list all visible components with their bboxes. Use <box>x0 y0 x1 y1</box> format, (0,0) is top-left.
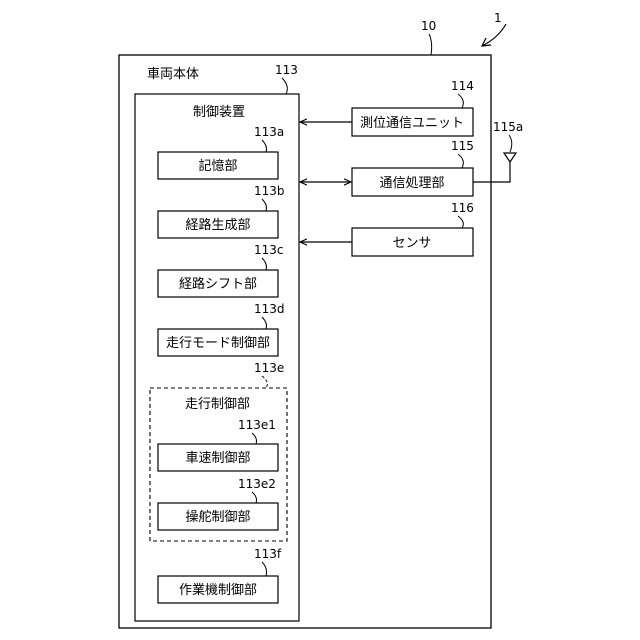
work-machine-ref-leader <box>262 562 267 576</box>
steering-ref-leader <box>252 492 257 503</box>
system-ref-label: 1 <box>494 11 502 25</box>
sensor-ref-label: 116 <box>451 201 474 215</box>
steering-ref-label: 113e2 <box>238 477 276 491</box>
route-generation-ref-leader <box>262 199 267 211</box>
storage-ref-label: 113a <box>254 125 284 139</box>
route-generation-unit-label: 経路生成部 <box>185 217 250 233</box>
vehicle-speed-unit-label: 車速制御部 <box>185 451 250 466</box>
antenna-icon <box>473 153 516 182</box>
sensor-unit-label: センサ <box>392 236 431 251</box>
travel-mode-ref-leader <box>262 317 267 329</box>
vehicle-title: 車両本体 <box>147 67 199 82</box>
antenna-ref-label: 115a <box>493 120 523 134</box>
travel-control-ref-label: 113e <box>254 361 284 375</box>
vehicle-speed-ref-leader <box>252 433 257 444</box>
antenna-ref-leader <box>509 135 512 152</box>
route-shift-ref-label: 113c <box>254 243 284 257</box>
vehicle-ref-leader <box>429 34 432 55</box>
positioning-unit-label: 測位通信ユニット <box>360 116 464 131</box>
comm-processing-ref-leader <box>458 154 463 168</box>
travel-control-title: 走行制御部 <box>185 397 250 412</box>
positioning-ref-label: 114 <box>451 79 474 93</box>
travel-mode-ref-label: 113d <box>254 302 285 316</box>
travel-control-ref-leader <box>262 376 267 388</box>
sensor-ref-leader <box>458 216 463 228</box>
system-ref-arrow <box>482 24 506 46</box>
controller-ref-leader <box>282 78 287 94</box>
controller-ref-label: 113 <box>275 63 298 77</box>
controller-title: 制御装置 <box>193 105 245 120</box>
storage-unit-label: 記憶部 <box>198 158 237 174</box>
comm-processing-unit-label: 通信処理部 <box>379 176 444 191</box>
route-generation-ref-label: 113b <box>254 184 285 198</box>
storage-ref-leader <box>262 140 267 152</box>
travel-mode-unit-label: 走行モード制御部 <box>166 336 270 351</box>
positioning-ref-leader <box>458 94 463 108</box>
steering-unit-label: 操舵制御部 <box>185 509 250 525</box>
work-machine-unit-label: 作業機制御部 <box>179 582 257 598</box>
route-shift-unit-label: 経路シフト部 <box>179 276 257 292</box>
comm-processing-ref-label: 115 <box>451 139 474 153</box>
work-machine-ref-label: 113f <box>254 547 282 561</box>
vehicle-ref-label: 10 <box>421 19 436 33</box>
vehicle-speed-ref-label: 113e1 <box>238 418 276 432</box>
route-shift-ref-leader <box>262 258 267 270</box>
